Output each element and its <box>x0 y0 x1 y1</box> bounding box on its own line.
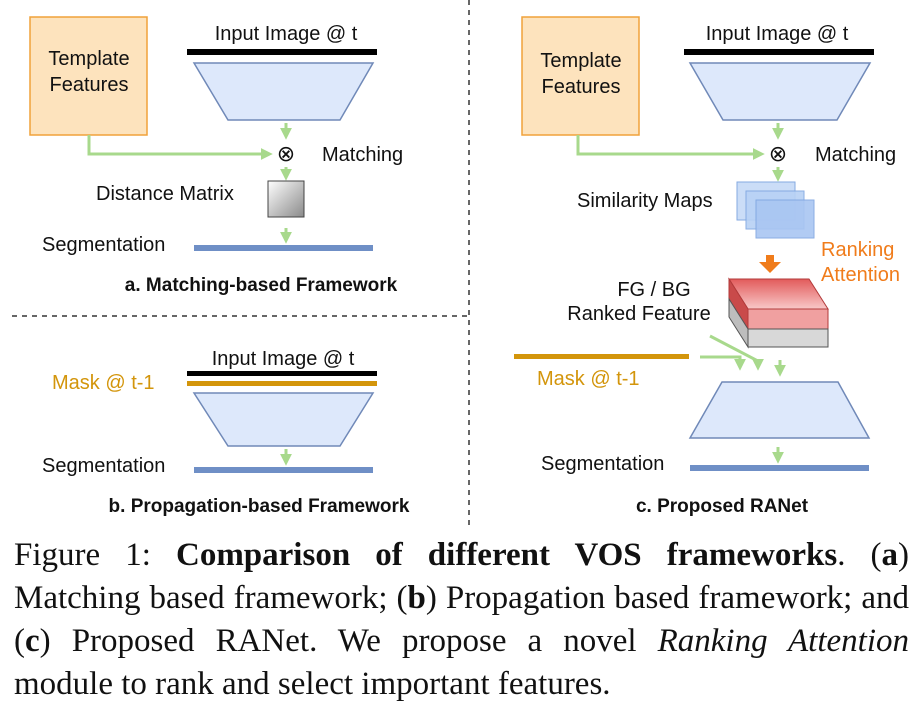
panel-c-mask-arrow <box>700 355 746 371</box>
panel-c: Input Image @ t Template Features ⊗ Matc… <box>514 16 900 517</box>
panel-a-input-label: Input Image @ t <box>215 23 358 45</box>
panel-a-template-label-1: Template <box>48 48 129 70</box>
caption-a-text: ) Matching based framework; ( <box>14 537 910 616</box>
panel-a-matching-label: Matching <box>322 144 403 166</box>
panel-c-input-bar <box>684 49 874 55</box>
panel-c-ranked-label-2: Ranked Feature <box>567 303 710 325</box>
panel-c-input-label: Input Image @ t <box>706 23 849 45</box>
panel-c-mask-bar <box>514 354 689 359</box>
panel-a-segmentation-label: Segmentation <box>42 234 165 256</box>
figure-caption: Figure 1: Comparison of different VOS fr… <box>14 534 909 706</box>
panel-a-encoder <box>192 62 375 121</box>
panel-c-template-label-1: Template <box>540 50 621 72</box>
panel-c-template-box <box>521 16 640 136</box>
framework-diagram: Input Image @ t Template Features ⊗ Matc… <box>12 0 900 528</box>
panel-c-similarity-label: Similarity Maps <box>577 190 713 212</box>
caption-c-letter: c <box>25 623 40 659</box>
panel-c-matching-label: Matching <box>815 144 896 166</box>
panel-a-matching-symbol: ⊗ <box>277 141 295 166</box>
panel-a-distance-label: Distance Matrix <box>96 183 234 205</box>
caption-title: Comparison of different VOS frameworks <box>175 537 838 573</box>
panel-c-ranking-arrow <box>759 255 781 273</box>
caption-b-letter: b <box>407 580 426 616</box>
panel-c-decoder <box>688 381 871 439</box>
panel-a-caption: a. Matching-based Framework <box>125 275 398 296</box>
panel-c-segmentation-label: Segmentation <box>541 453 664 475</box>
panel-c-mask-label: Mask @ t-1 <box>537 368 640 390</box>
panel-c-matching-symbol: ⊗ <box>769 141 787 166</box>
caption-end: module to rank and select important feat… <box>14 666 611 702</box>
panel-a-template-arrow <box>87 135 273 160</box>
panel-c-ranked-feature-block <box>728 277 829 349</box>
panel-b: Input Image @ t Mask @ t-1 Segmentation … <box>42 348 410 517</box>
panel-b-caption: b. Propagation-based Framework <box>109 496 410 517</box>
panel-a-input-bar <box>187 49 377 55</box>
panel-b-input-label: Input Image @ t <box>212 348 355 370</box>
panel-c-ranking-label-1: Ranking <box>821 239 894 261</box>
panel-b-input-bar <box>187 371 377 376</box>
caption-italic: Ranking Attention <box>657 623 910 659</box>
panel-a-template-label-2: Features <box>50 74 129 96</box>
panel-c-ranked-label-1: FG / BG <box>617 279 690 301</box>
panel-c-caption: c. Proposed RANet <box>636 496 809 517</box>
panel-c-ranked-arrow <box>709 334 764 371</box>
panel-a-distance-matrix <box>267 180 305 218</box>
caption-c-text: ) Proposed RANet. We propose a novel <box>39 623 658 659</box>
caption-after-title: . ( <box>837 537 882 573</box>
panel-b-segmentation-bar <box>194 467 373 473</box>
panel-a: Input Image @ t Template Features ⊗ Matc… <box>29 16 403 296</box>
panel-b-encoder <box>192 392 375 447</box>
panel-b-mask-label: Mask @ t-1 <box>52 372 155 394</box>
panel-c-template-arrow <box>576 135 765 160</box>
caption-prefix: Figure 1: <box>14 537 176 573</box>
panel-c-encoder <box>688 62 872 121</box>
caption-a-letter: a <box>881 537 899 573</box>
panel-c-ranking-label-2: Attention <box>821 264 900 286</box>
panel-c-template-label-2: Features <box>542 76 621 98</box>
panel-c-segmentation-bar <box>690 465 869 471</box>
panel-a-segmentation-bar <box>194 245 373 251</box>
panel-b-mask-bar <box>187 381 377 386</box>
caption-b-text: ) Propagation based framework; and ( <box>14 580 909 659</box>
panel-c-similarity-maps <box>736 181 815 239</box>
panel-b-segmentation-label: Segmentation <box>42 455 165 477</box>
